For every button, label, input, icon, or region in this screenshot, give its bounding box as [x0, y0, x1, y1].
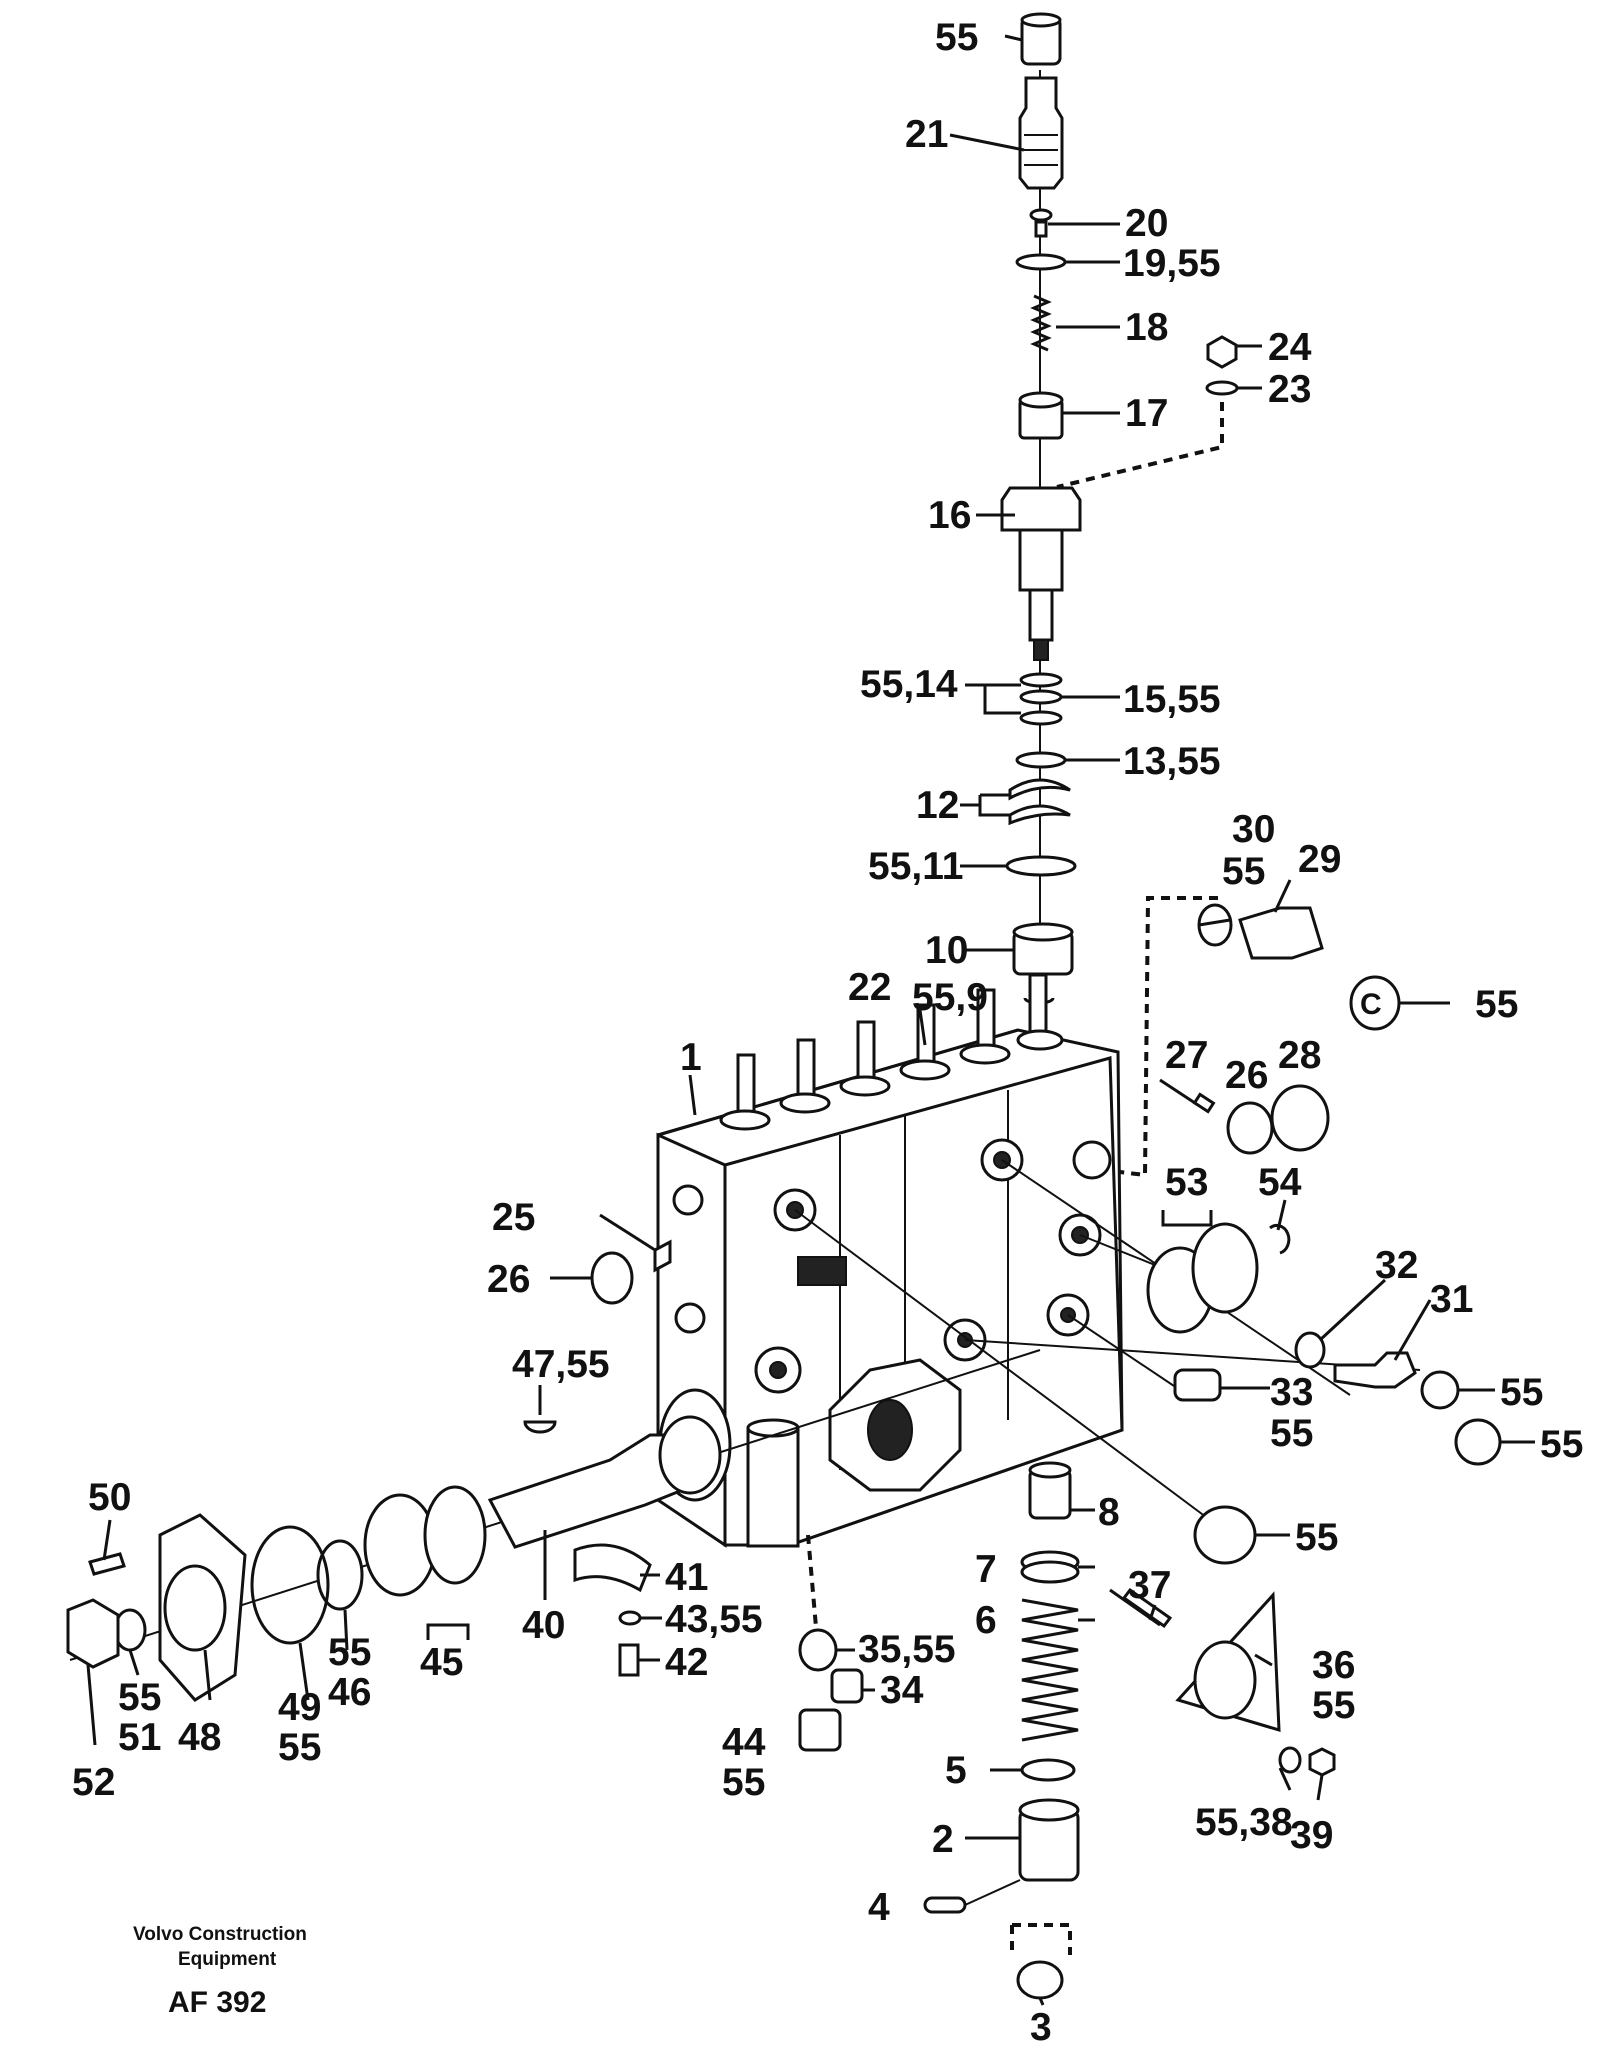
callout-12: 12 — [916, 784, 959, 827]
figure-code: AF 392 — [168, 1986, 266, 2019]
callout-2: 2 — [932, 1818, 954, 1861]
callout-22: 22 — [848, 966, 891, 1009]
callout-21: 21 — [905, 113, 948, 156]
brand-line-2: Equipment — [178, 1949, 277, 1970]
callout-55: 55 — [118, 1676, 161, 1719]
callout-36: 36 — [1312, 1644, 1355, 1687]
callout-24: 24 — [1268, 326, 1312, 369]
callout-1: 1 — [680, 1036, 702, 1079]
callout-55-38: 55,38 — [1195, 1801, 1293, 1844]
callout-10: 10 — [925, 929, 968, 972]
callout-31: 31 — [1430, 1278, 1473, 1321]
callout-46: 46 — [328, 1671, 371, 1714]
callout-39: 39 — [1290, 1814, 1333, 1857]
callout-54: 54 — [1258, 1161, 1302, 1204]
callout-55: 55 — [1295, 1516, 1338, 1559]
callout-16: 16 — [928, 494, 971, 537]
callout-18: 18 — [1125, 306, 1168, 349]
brand-line-1: Volvo Construction — [133, 1924, 307, 1945]
callout-42: 42 — [665, 1641, 708, 1684]
callout-8: 8 — [1098, 1491, 1120, 1534]
callout-50: 50 — [88, 1476, 131, 1519]
callout-41: 41 — [665, 1556, 708, 1599]
callout-49: 49 — [278, 1686, 321, 1729]
delivery-valve-stack — [1000, 12, 1239, 1110]
callout-34: 34 — [880, 1669, 924, 1712]
callout-6: 6 — [975, 1599, 997, 1642]
callout-25: 25 — [492, 1196, 535, 1239]
callout-55: 55 — [1270, 1412, 1313, 1455]
footer-caption: Volvo Construction Equipment AF 392 — [133, 1924, 307, 2019]
callout-55-14: 55,14 — [860, 663, 958, 706]
callout-5: 5 — [945, 1749, 967, 1792]
callout-53: 53 — [1165, 1161, 1208, 1204]
callout-55-9: 55,9 — [912, 976, 988, 1019]
callout-7: 7 — [975, 1548, 997, 1591]
callout-19-55: 19,55 — [1123, 242, 1221, 285]
callout-35-55: 35,55 — [858, 1628, 956, 1671]
callout-55: 55 — [722, 1761, 765, 1804]
callout-32: 32 — [1375, 1244, 1418, 1287]
callout-52: 52 — [72, 1761, 115, 1804]
callout-27: 27 — [1165, 1034, 1208, 1077]
svg-text:C: C — [1360, 988, 1382, 1021]
callout-28: 28 — [1278, 1034, 1321, 1077]
callout-55-11: 55,11 — [868, 845, 963, 888]
callout-33: 33 — [1270, 1371, 1313, 1414]
callout-55: 55 — [1312, 1684, 1355, 1727]
callout-15-55: 15,55 — [1123, 678, 1221, 721]
callout-30: 30 — [1232, 808, 1275, 851]
callout-4: 4 — [868, 1886, 890, 1929]
callout-47-55: 47,55 — [512, 1343, 610, 1386]
callout-55: 55 — [1475, 983, 1518, 1026]
drive-shaft-group — [66, 1239, 1041, 1752]
callout-51: 51 — [118, 1716, 161, 1759]
callout-26: 26 — [1225, 1054, 1268, 1097]
callout-43-55: 43,55 — [665, 1598, 763, 1641]
leader-lines — [86, 34, 1535, 2006]
callout-44: 44 — [722, 1721, 766, 1764]
callout-55: 55 — [1540, 1423, 1583, 1466]
callout-29: 29 — [1298, 838, 1341, 881]
callout-13-55: 13,55 — [1123, 740, 1221, 783]
callout-45: 45 — [420, 1641, 463, 1684]
callout-labels: 55 21 20 19,55 18 24 23 17 16 55,14 15,5… — [72, 16, 1583, 2049]
callout-20: 20 — [1125, 202, 1168, 245]
pump-housing — [656, 973, 1124, 1548]
callout-55: 55 — [328, 1631, 371, 1674]
callout-48: 48 — [178, 1716, 221, 1759]
callout-3: 3 — [1030, 2006, 1052, 2049]
callout-55: 55 — [1222, 850, 1265, 893]
callout-55: 55 — [935, 16, 978, 59]
callout-37: 37 — [1128, 1564, 1171, 1607]
callout-17: 17 — [1125, 392, 1168, 435]
callout-23: 23 — [1268, 368, 1311, 411]
tappet-stack — [806, 1461, 1080, 2000]
callout-40: 40 — [522, 1604, 565, 1647]
callout-26: 26 — [487, 1258, 530, 1301]
callout-55: 55 — [1500, 1371, 1543, 1414]
callout-55: 55 — [278, 1726, 321, 1769]
